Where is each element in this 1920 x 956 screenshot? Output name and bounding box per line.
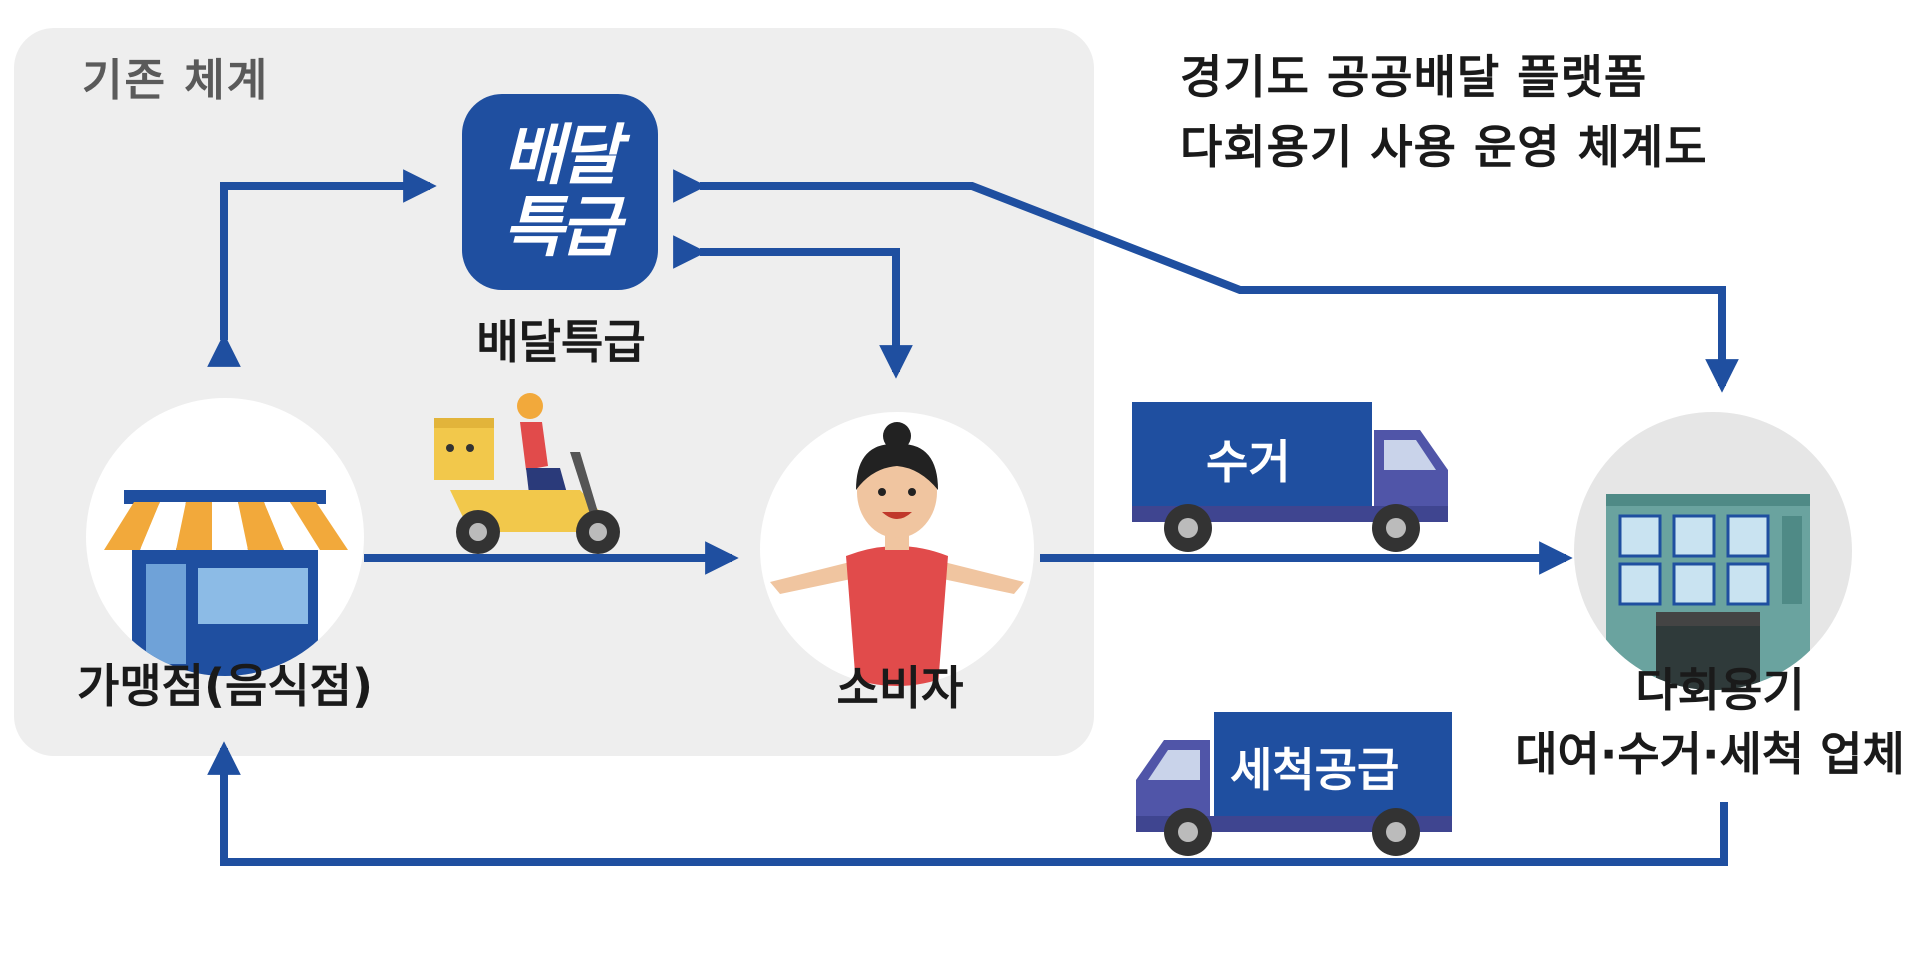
arrow-app-vendor xyxy=(673,169,1739,393)
truck-collect-label: 수거 xyxy=(1206,435,1291,489)
delivery-scooter-icon xyxy=(434,393,620,554)
app-icon-text-1: 배달 xyxy=(503,117,620,194)
store-node xyxy=(86,398,364,676)
diagram-title: 경기도 공공배달 플랫폼 다회용기 사용 운영 체계도 xyxy=(1180,42,1708,182)
app-icon-text-2: 특급 xyxy=(503,189,620,266)
app-label: 배달특급 xyxy=(476,315,646,369)
consumer-node xyxy=(760,412,1034,686)
collection-truck-icon xyxy=(1132,402,1448,552)
arrow-app-consumer xyxy=(673,235,913,379)
arrow-vendor-store xyxy=(207,741,1728,866)
existing-system-label: 기존 체계 xyxy=(82,55,270,106)
consumer-label: 소비자 xyxy=(836,661,964,715)
vendor-label-line2: 대여·수거·세척 업체 xyxy=(1515,727,1905,781)
arrow-store-app xyxy=(207,169,437,367)
factory-building-icon xyxy=(1606,494,1810,690)
store-icon xyxy=(104,490,348,676)
store-label: 가맹점(음식점) xyxy=(77,659,373,713)
truck-supply-label: 세척공급 xyxy=(1230,743,1400,797)
title-line-2: 다회용기 사용 운영 체계도 xyxy=(1180,120,1708,174)
consumer-icon xyxy=(770,422,1024,686)
vendor-label-line1: 다회용기 xyxy=(1635,663,1805,717)
delivery-app-icon: 배달 특급 xyxy=(462,94,658,290)
supply-truck-icon xyxy=(1136,712,1452,856)
vendor-node xyxy=(1574,412,1852,690)
title-line-1: 경기도 공공배달 플랫폼 xyxy=(1180,50,1648,104)
